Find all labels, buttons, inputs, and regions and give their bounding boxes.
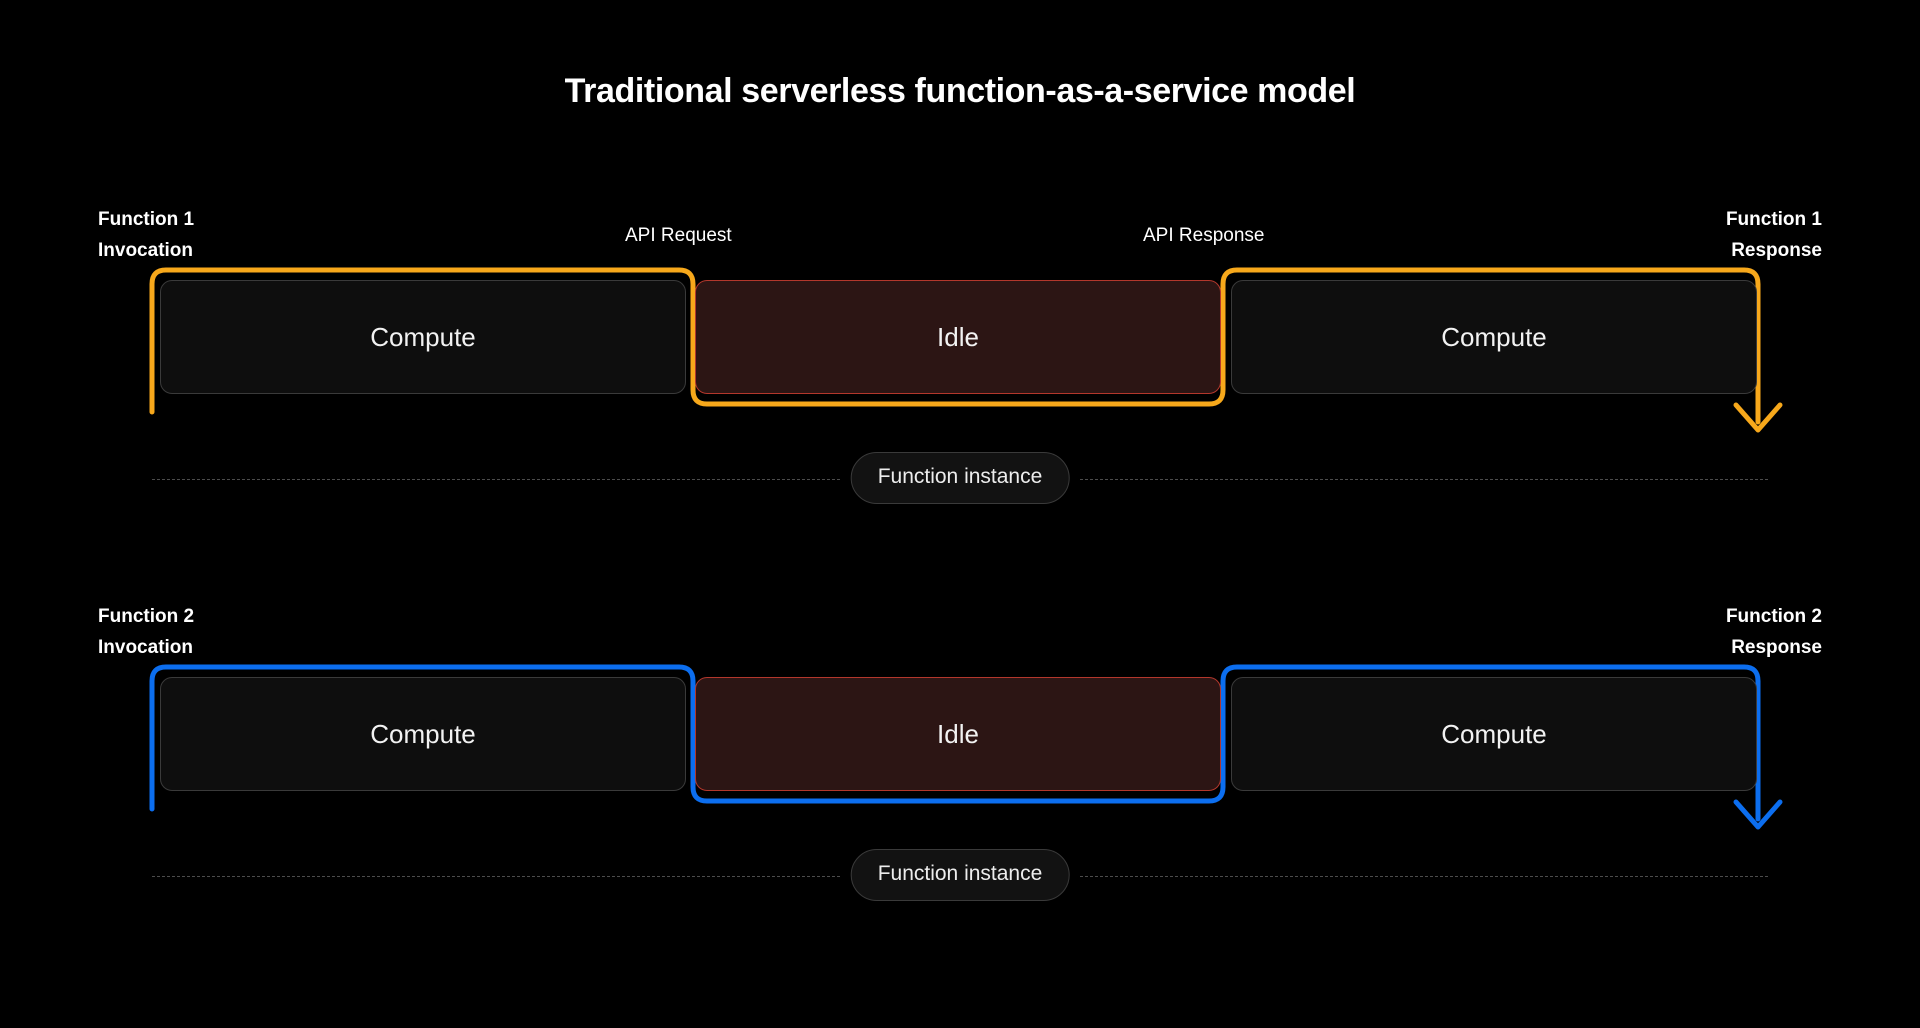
instance-dash-right-2 [1080, 876, 1768, 877]
function-1-segments: Compute Idle Compute [0, 262, 1920, 452]
api-request-label: API Request [625, 225, 732, 246]
function-1-compute-2: Compute [1231, 280, 1757, 394]
function-2-compute-1: Compute [160, 677, 686, 791]
page-title: Traditional serverless function-as-a-ser… [564, 72, 1356, 110]
api-response-label: API Response [1143, 225, 1265, 246]
function-2-response-label: Function 2 Response [1726, 601, 1822, 663]
function-2-compute-2: Compute [1231, 677, 1757, 791]
function-2-labels: Function 2 Invocation Function 2 Respons… [0, 587, 1920, 659]
function-2-segments: Compute Idle Compute [0, 659, 1920, 849]
function-1-instance-pill: Function instance [850, 452, 1070, 504]
instance-dash-right [1080, 479, 1768, 480]
function-2-response-line1: Function 2 [1725, 606, 1822, 627]
function-1-idle: Idle [695, 280, 1221, 394]
function-1-invocation-line1: Function 1 [98, 209, 195, 230]
function-1-invocation-line2: Invocation [98, 240, 194, 261]
function-2-idle: Idle [695, 677, 1221, 791]
function-1-response-line1: Function 1 [1725, 209, 1822, 230]
function-1-labels: Function 1 Invocation API Request API Re… [0, 190, 1920, 262]
function-1-response-line2: Response [1731, 240, 1822, 261]
function-2-invocation-line2: Invocation [98, 637, 194, 658]
function-1-instance-band: Function instance [0, 452, 1920, 508]
function-1-invocation-label: Function 1 Invocation [98, 204, 194, 266]
instance-dash-left [152, 479, 840, 480]
function-2-response-line2: Response [1731, 637, 1822, 658]
function-2-instance-band: Function instance [0, 849, 1920, 905]
function-2-instance-pill: Function instance [850, 849, 1070, 901]
function-1-lifecycle-path [149, 267, 1783, 433]
function-1-timeline: Compute Idle Compute [0, 262, 1920, 452]
function-1-response-label: Function 1 Response [1726, 204, 1822, 266]
function-2-timeline: Compute Idle Compute [0, 659, 1920, 849]
function-2-lifecycle-path [149, 664, 1783, 830]
function-1-compute-1: Compute [160, 280, 686, 394]
instance-dash-left-2 [152, 876, 840, 877]
function-2-invocation-line1: Function 2 [98, 606, 195, 627]
function-2-invocation-label: Function 2 Invocation [98, 601, 194, 663]
